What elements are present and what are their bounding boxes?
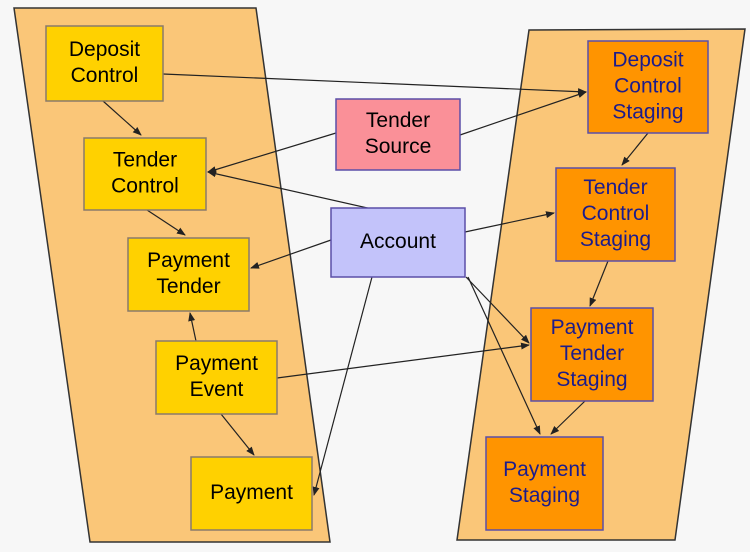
edge-tender-control-staging-to-payment-tender-staging bbox=[589, 260, 609, 307]
edge-account-to-payment-tender-staging bbox=[465, 276, 530, 344]
node-label-payment-event: Event bbox=[190, 378, 244, 401]
edges-layer bbox=[102, 73, 649, 496]
node-label-payment-event: Payment bbox=[175, 352, 258, 375]
node-label-deposit-control: Control bbox=[71, 64, 139, 87]
node-label-payment-staging: Staging bbox=[509, 484, 580, 507]
node-box-payment-staging[interactable] bbox=[485, 436, 604, 531]
node-label-tender-source: Tender bbox=[366, 109, 430, 132]
nodes-layer: DepositControlTenderControlPaymentTender… bbox=[45, 25, 709, 531]
edge-deposit-control-staging-to-tender-control-staging bbox=[621, 132, 649, 166]
node-account[interactable]: Account bbox=[330, 207, 466, 278]
edge-payment-event-to-payment bbox=[220, 413, 255, 456]
node-box-tender-source[interactable] bbox=[335, 98, 461, 171]
node-box-payment[interactable] bbox=[190, 456, 313, 531]
edge-account-to-payment-staging bbox=[467, 276, 541, 435]
node-label-tender-source: Source bbox=[365, 135, 432, 158]
node-box-tender-control[interactable] bbox=[83, 137, 207, 211]
edge-payment-tender-staging-to-payment-staging bbox=[550, 400, 586, 435]
edge-deposit-control-to-deposit-control-staging bbox=[162, 73, 587, 96]
edge-tender-control-to-payment-tender bbox=[146, 209, 186, 236]
node-payment[interactable]: Payment bbox=[190, 456, 313, 531]
node-label-deposit-control-staging: Control bbox=[614, 75, 682, 98]
edge-account-to-payment bbox=[312, 276, 373, 496]
node-label-tender-control: Control bbox=[111, 175, 179, 198]
node-label-account: Account bbox=[360, 230, 436, 253]
edge-payment-event-to-payment-tender-staging bbox=[276, 342, 530, 379]
edge-tender-source-to-tender-control bbox=[207, 132, 337, 174]
node-label-deposit-control-staging: Deposit bbox=[612, 49, 683, 72]
node-label-tender-control-staging: Tender bbox=[583, 176, 647, 199]
node-label-tender-control-staging: Staging bbox=[580, 228, 651, 251]
node-label-payment-staging: Payment bbox=[503, 458, 586, 481]
node-label-payment-tender: Tender bbox=[156, 275, 220, 298]
edge-account-to-payment-tender bbox=[250, 239, 332, 269]
node-box-deposit-control-staging[interactable] bbox=[587, 40, 709, 134]
edge-tender-source-to-deposit-control-staging bbox=[459, 91, 587, 136]
node-box-deposit-control[interactable] bbox=[45, 25, 164, 102]
right-container bbox=[456, 28, 746, 541]
node-box-payment-tender-staging[interactable] bbox=[530, 307, 654, 402]
node-label-tender-control: Tender bbox=[113, 149, 177, 172]
edge-payment-event-to-payment-tender bbox=[188, 312, 197, 342]
node-label-tender-control-staging: Control bbox=[582, 202, 650, 225]
node-label-deposit-control-staging: Staging bbox=[612, 101, 683, 124]
node-box-account[interactable] bbox=[330, 207, 466, 278]
edge-deposit-control-to-tender-control bbox=[102, 100, 142, 136]
node-label-payment-tender: Payment bbox=[147, 249, 230, 272]
node-box-tender-control-staging[interactable] bbox=[555, 167, 676, 262]
node-label-payment: Payment bbox=[210, 481, 293, 504]
node-label-deposit-control: Deposit bbox=[69, 38, 140, 61]
node-box-payment-event[interactable] bbox=[155, 340, 278, 415]
edge-tender-control-staging-in bbox=[464, 211, 555, 233]
node-box-payment-tender[interactable] bbox=[127, 237, 250, 312]
node-label-payment-tender-staging: Tender bbox=[560, 342, 624, 365]
node-label-payment-tender-staging: Payment bbox=[551, 316, 634, 339]
node-label-payment-tender-staging: Staging bbox=[556, 368, 627, 391]
